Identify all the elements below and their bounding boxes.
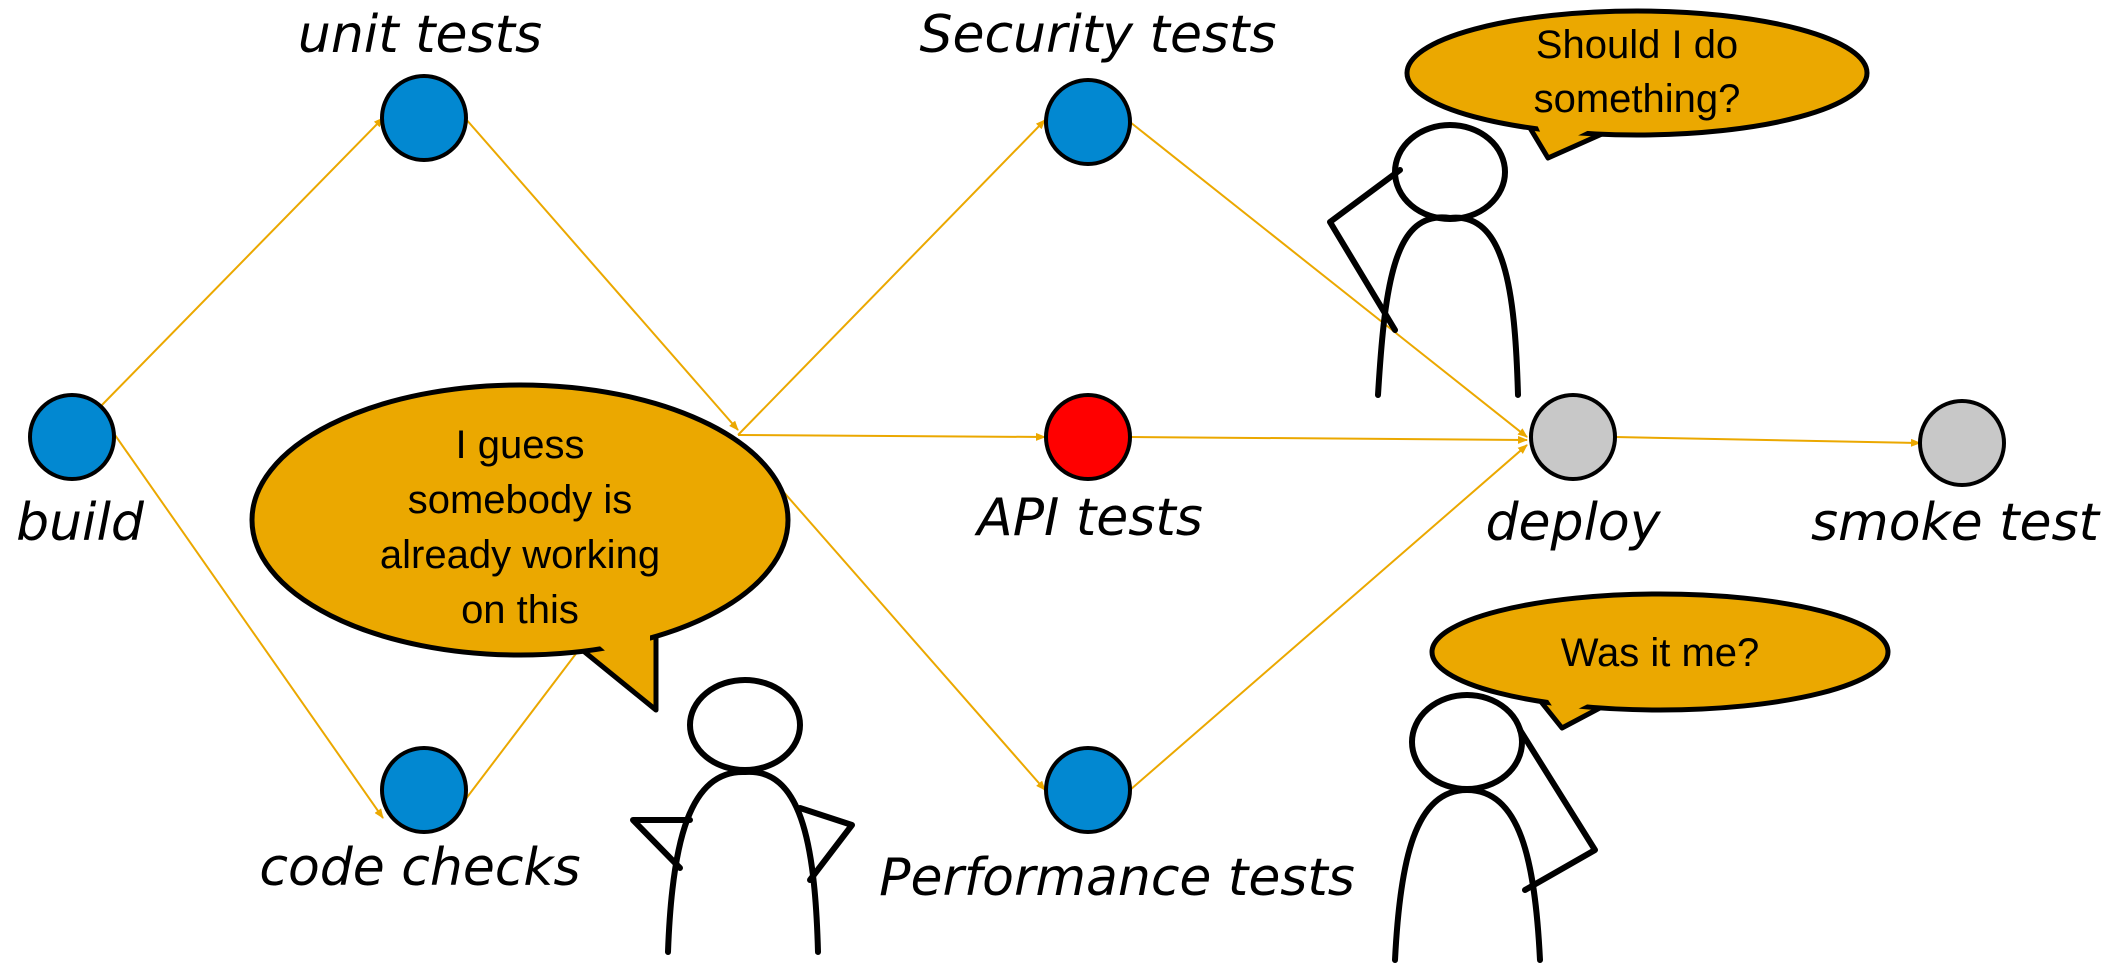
stick-figure-top: [1327, 122, 1521, 398]
figure-bottom-arm: [1517, 727, 1598, 893]
node-deploy[interactable]: [1529, 393, 1617, 481]
stick-figure-left: [630, 677, 855, 955]
speech-bubble-left: I guess somebody is already working on t…: [249, 382, 791, 713]
label-code-checks: code checks: [259, 838, 580, 898]
bubble-left-line-1: I guess: [456, 423, 585, 467]
edge-security-tests-deploy: [1129, 121, 1528, 438]
edges: [99, 117, 1921, 819]
bubble-left-line-3: already working: [380, 533, 660, 577]
bubble-bottom-line-1: Was it me?: [1561, 631, 1760, 675]
edge-deploy-smoke-test: [1614, 436, 1921, 447]
bubble-top-line-2: something?: [1534, 77, 1741, 121]
stick-figure-bottom: [1392, 692, 1598, 963]
figure-left-arm-left: [630, 817, 693, 871]
figure-top-body: [1375, 214, 1521, 398]
bubble-top-line-1: Should I do: [1536, 23, 1738, 67]
edge-build-code-checks: [107, 424, 384, 819]
speech-bubble-bottom: Was it me?: [1429, 591, 1891, 731]
node-smoke-test[interactable]: [1918, 399, 2006, 487]
figure-top-arm: [1327, 167, 1403, 333]
label-smoke-test: smoke test: [1811, 493, 2101, 553]
bubble-left-line-4: on this: [461, 588, 579, 632]
node-build[interactable]: [28, 393, 116, 481]
label-build: build: [16, 493, 145, 553]
figure-bottom-head: [1409, 692, 1525, 792]
nodes: [28, 74, 2006, 834]
edge-performance-tests-deploy: [1129, 444, 1528, 791]
edge-merge-security-tests: [737, 119, 1046, 436]
figure-left-arm-right: [797, 805, 855, 883]
edge-build-unit-tests: [99, 117, 384, 408]
node-security-tests[interactable]: [1044, 78, 1132, 166]
node-unit-tests[interactable]: [380, 74, 468, 162]
label-security-tests: Security tests: [919, 5, 1276, 65]
edge-merge-performance-tests: [737, 439, 1046, 791]
bubble-left-line-2: somebody is: [408, 478, 633, 522]
label-performance-tests: Performance tests: [879, 848, 1355, 908]
node-performance-tests[interactable]: [1044, 746, 1132, 834]
label-unit-tests: unit tests: [298, 5, 542, 65]
figure-top-head: [1392, 122, 1508, 222]
figure-left-head: [687, 677, 803, 773]
label-api-tests: API tests: [974, 488, 1203, 548]
edge-api-tests-deploy: [1129, 435, 1528, 444]
speech-bubble-top: Should I do something?: [1404, 8, 1870, 161]
figure-left-body: [665, 768, 821, 955]
node-api-tests[interactable]: [1044, 393, 1132, 481]
edge-unit-tests-merge: [464, 117, 739, 431]
figure-bottom-body: [1392, 787, 1543, 963]
label-deploy: deploy: [1485, 493, 1661, 553]
edge-merge-api-tests: [737, 432, 1046, 441]
node-code-checks[interactable]: [380, 746, 468, 834]
